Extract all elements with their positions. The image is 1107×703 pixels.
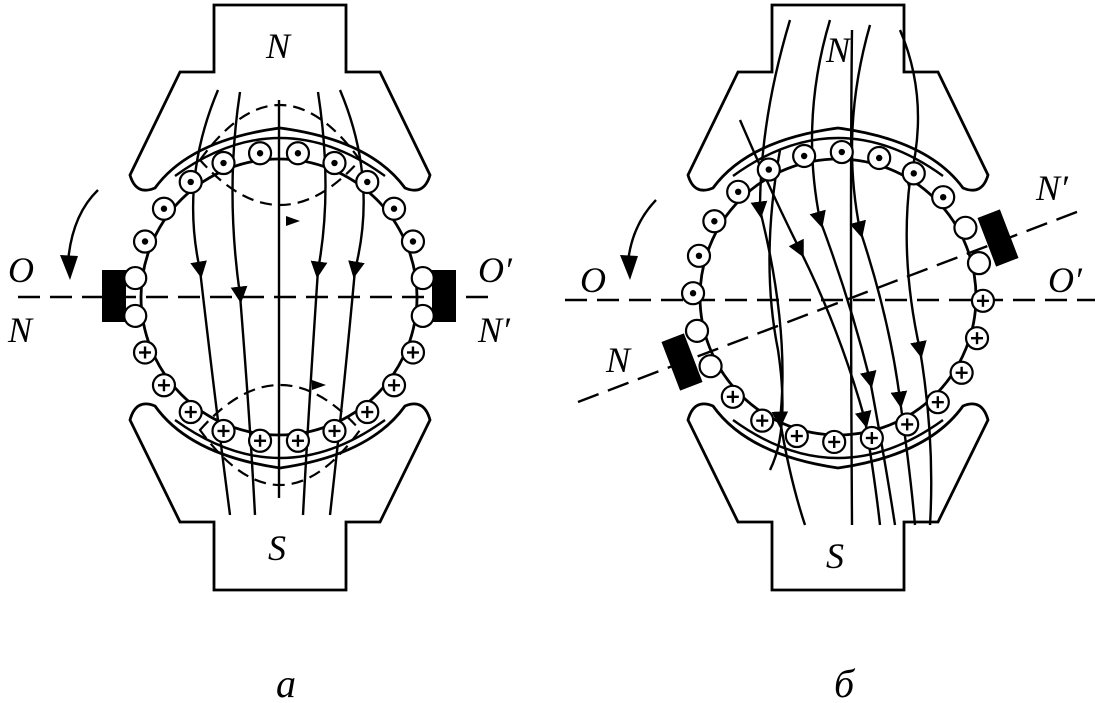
flux-line-a4 bbox=[328, 89, 365, 516]
conductor-in-icon bbox=[895, 412, 920, 437]
conductor-empty-icon bbox=[410, 265, 435, 291]
flux-line-b5 bbox=[898, 29, 933, 526]
label-o-right-b: O′ bbox=[1048, 260, 1083, 300]
conductor-in-icon bbox=[151, 373, 177, 398]
label-south-b: S bbox=[826, 536, 844, 576]
conductor-out-icon bbox=[726, 179, 751, 204]
conductor-in-icon bbox=[784, 423, 809, 449]
conductor-in-icon bbox=[132, 340, 158, 365]
panel-b: N S O O′ N N′ bbox=[565, 3, 1095, 592]
label-o-left-b: O bbox=[580, 260, 606, 300]
conductor-out-icon bbox=[285, 141, 311, 166]
flux-line-a2 bbox=[230, 91, 257, 516]
reaction-loop-top-a bbox=[198, 103, 362, 206]
rotation-arrow-head-a bbox=[60, 255, 78, 280]
label-south-a: S bbox=[268, 528, 286, 568]
conductor-in-icon bbox=[822, 429, 847, 455]
conductor-empty-icon bbox=[410, 303, 435, 329]
rotation-arrow-b bbox=[626, 199, 657, 263]
conductor-in-icon bbox=[355, 399, 380, 425]
conductor-empty-icon bbox=[123, 303, 148, 329]
label-o-left-a: O bbox=[8, 250, 34, 290]
conductor-out-icon bbox=[381, 196, 407, 221]
conductor-out-icon bbox=[792, 143, 817, 169]
conductor-empty-icon bbox=[684, 318, 710, 343]
conductor-out-icon bbox=[931, 185, 956, 210]
conductor-empty-icon bbox=[966, 251, 992, 276]
south-shoe-arc-b bbox=[732, 419, 944, 460]
conductor-out-icon bbox=[702, 209, 727, 234]
conductors-a bbox=[123, 141, 435, 453]
conductor-out-icon bbox=[178, 169, 203, 195]
conductor-in-icon bbox=[322, 418, 347, 444]
conductor-out-icon bbox=[247, 141, 273, 166]
conductor-in-icon bbox=[720, 384, 745, 409]
conductor-in-icon bbox=[964, 326, 990, 351]
flux-line-b1 bbox=[750, 19, 807, 526]
label-north-a: N bbox=[265, 26, 292, 66]
south-pole-b bbox=[686, 402, 990, 592]
conductor-out-icon bbox=[355, 169, 380, 195]
conductor-in-icon bbox=[178, 399, 203, 425]
conductor-out-icon bbox=[400, 229, 426, 254]
conductor-in-icon bbox=[970, 288, 996, 313]
conductor-in-icon bbox=[247, 428, 273, 453]
conductor-out-icon bbox=[756, 157, 781, 182]
brush-left-a bbox=[102, 270, 126, 322]
reaction-loop-bottom-a bbox=[198, 384, 362, 487]
label-n-left-a: N bbox=[7, 310, 34, 350]
brush-left-b bbox=[661, 333, 703, 391]
conductor-out-icon bbox=[211, 150, 236, 176]
conductor-in-icon bbox=[925, 390, 950, 415]
conductor-empty-icon bbox=[698, 354, 723, 379]
conductor-out-icon bbox=[829, 139, 854, 165]
conductors-b bbox=[680, 139, 996, 455]
caption-a: а bbox=[276, 661, 296, 703]
conductor-in-icon bbox=[285, 428, 311, 453]
loop-arrow-top-a bbox=[286, 216, 300, 226]
panel-a: N S O N O′ N′ bbox=[7, 3, 513, 592]
conductor-in-icon bbox=[211, 418, 236, 444]
conductor-empty-icon bbox=[953, 215, 978, 240]
conductor-out-icon bbox=[132, 229, 158, 254]
caption-b: б bbox=[834, 661, 856, 703]
conductor-out-icon bbox=[680, 281, 706, 306]
rotation-arrow-a bbox=[66, 189, 99, 263]
conductor-in-icon bbox=[949, 360, 974, 385]
label-n-right-a: N′ bbox=[477, 310, 511, 350]
label-n-tilt-left-b: N bbox=[605, 340, 632, 380]
conductor-out-icon bbox=[867, 145, 892, 171]
conductor-in-icon bbox=[859, 425, 884, 451]
conductor-out-icon bbox=[901, 161, 926, 186]
conductor-out-icon bbox=[686, 243, 712, 268]
conductor-out-icon bbox=[322, 150, 347, 176]
conductor-in-icon bbox=[381, 373, 407, 398]
flux-line-b6 bbox=[849, 29, 854, 526]
conductor-out-icon bbox=[151, 196, 177, 221]
label-o-right-a: O′ bbox=[478, 250, 513, 290]
flux-line-b7 bbox=[768, 149, 784, 471]
brush-right-b bbox=[977, 209, 1019, 267]
conductor-in-icon bbox=[750, 408, 775, 433]
flux-line-a1 bbox=[190, 89, 232, 516]
conductor-empty-icon bbox=[123, 265, 148, 291]
flux-line-b4 bbox=[849, 24, 917, 526]
north-pole-b bbox=[686, 3, 990, 192]
label-n-tilt-right-b: N′ bbox=[1035, 168, 1069, 208]
loop-arrow-bottom-a bbox=[312, 380, 326, 390]
brush-right-a bbox=[432, 270, 456, 322]
flux-line-a3 bbox=[301, 91, 328, 516]
label-north-b: N bbox=[825, 30, 852, 70]
flux-line-b3 bbox=[809, 19, 897, 526]
rotation-arrow-head-b bbox=[620, 255, 638, 280]
conductor-in-icon bbox=[400, 340, 426, 365]
north-shoe-arc-b bbox=[732, 136, 944, 177]
